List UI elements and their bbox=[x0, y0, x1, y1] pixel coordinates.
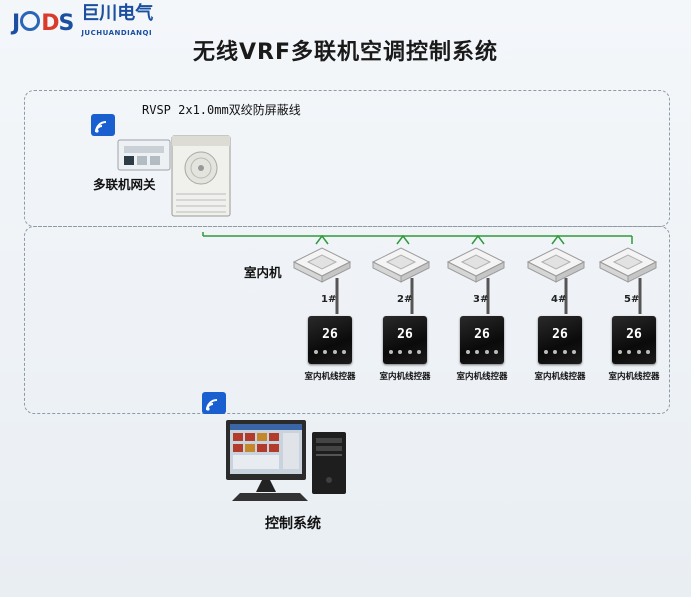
thermostat-temp: 26 bbox=[397, 327, 413, 342]
drop-lines bbox=[335, 278, 642, 314]
gateway-label: 多联机网关 bbox=[93, 177, 156, 192]
indoor-zone bbox=[24, 226, 670, 414]
outdoor-unit-icon bbox=[171, 135, 231, 217]
bus-line bbox=[202, 232, 633, 245]
thermostat-4: 26 bbox=[538, 316, 582, 364]
diagram-title: 无线VRF多联机空调控制系统 bbox=[193, 40, 498, 65]
controller-label-5: 室内机线控器 bbox=[608, 372, 660, 382]
thermostat-3: 26 bbox=[460, 316, 504, 364]
thermostat-1: 26 bbox=[308, 316, 352, 364]
indoor-unit-icon-1 bbox=[292, 247, 352, 283]
logo-name-en: JUCHUANDIANQI bbox=[81, 28, 153, 37]
unit-number-4: 4# bbox=[551, 294, 567, 305]
computer-icon bbox=[226, 420, 346, 501]
thermostat-2: 26 bbox=[383, 316, 427, 364]
wifi-icon bbox=[202, 392, 226, 414]
controller-label-4: 室内机线控器 bbox=[534, 372, 586, 382]
unit-number-5: 5# bbox=[624, 294, 640, 305]
unit-number-1: 1# bbox=[321, 294, 337, 305]
indoor-unit-icon-2 bbox=[371, 247, 431, 283]
thermostat-temp: 26 bbox=[474, 327, 490, 342]
unit-number-2: 2# bbox=[397, 294, 413, 305]
controller-label-3: 室内机线控器 bbox=[456, 372, 508, 382]
indoor-unit-label: 室内机 bbox=[244, 265, 282, 280]
gateway-module-icon bbox=[117, 139, 171, 171]
indoor-unit-icon-5 bbox=[598, 247, 658, 283]
control-system-label: 控制系统 bbox=[265, 516, 321, 532]
controller-label-1: 室内机线控器 bbox=[304, 372, 356, 382]
thermostat-temp: 26 bbox=[552, 327, 568, 342]
thermostat-temp: 26 bbox=[626, 327, 642, 342]
thermostat-temp: 26 bbox=[322, 327, 338, 342]
indoor-unit-icon-4 bbox=[526, 247, 586, 283]
thermostat-5: 26 bbox=[612, 316, 656, 364]
cable-label: RVSP 2x1.0mm双绞防屏蔽线 bbox=[142, 103, 301, 117]
logo-name: 巨川电气 JUCHUANDIANQI bbox=[81, 4, 153, 42]
indoor-unit-icon-3 bbox=[446, 247, 506, 283]
unit-number-3: 3# bbox=[473, 294, 489, 305]
wifi-icon bbox=[91, 114, 115, 136]
controller-label-2: 室内机线控器 bbox=[379, 372, 431, 382]
